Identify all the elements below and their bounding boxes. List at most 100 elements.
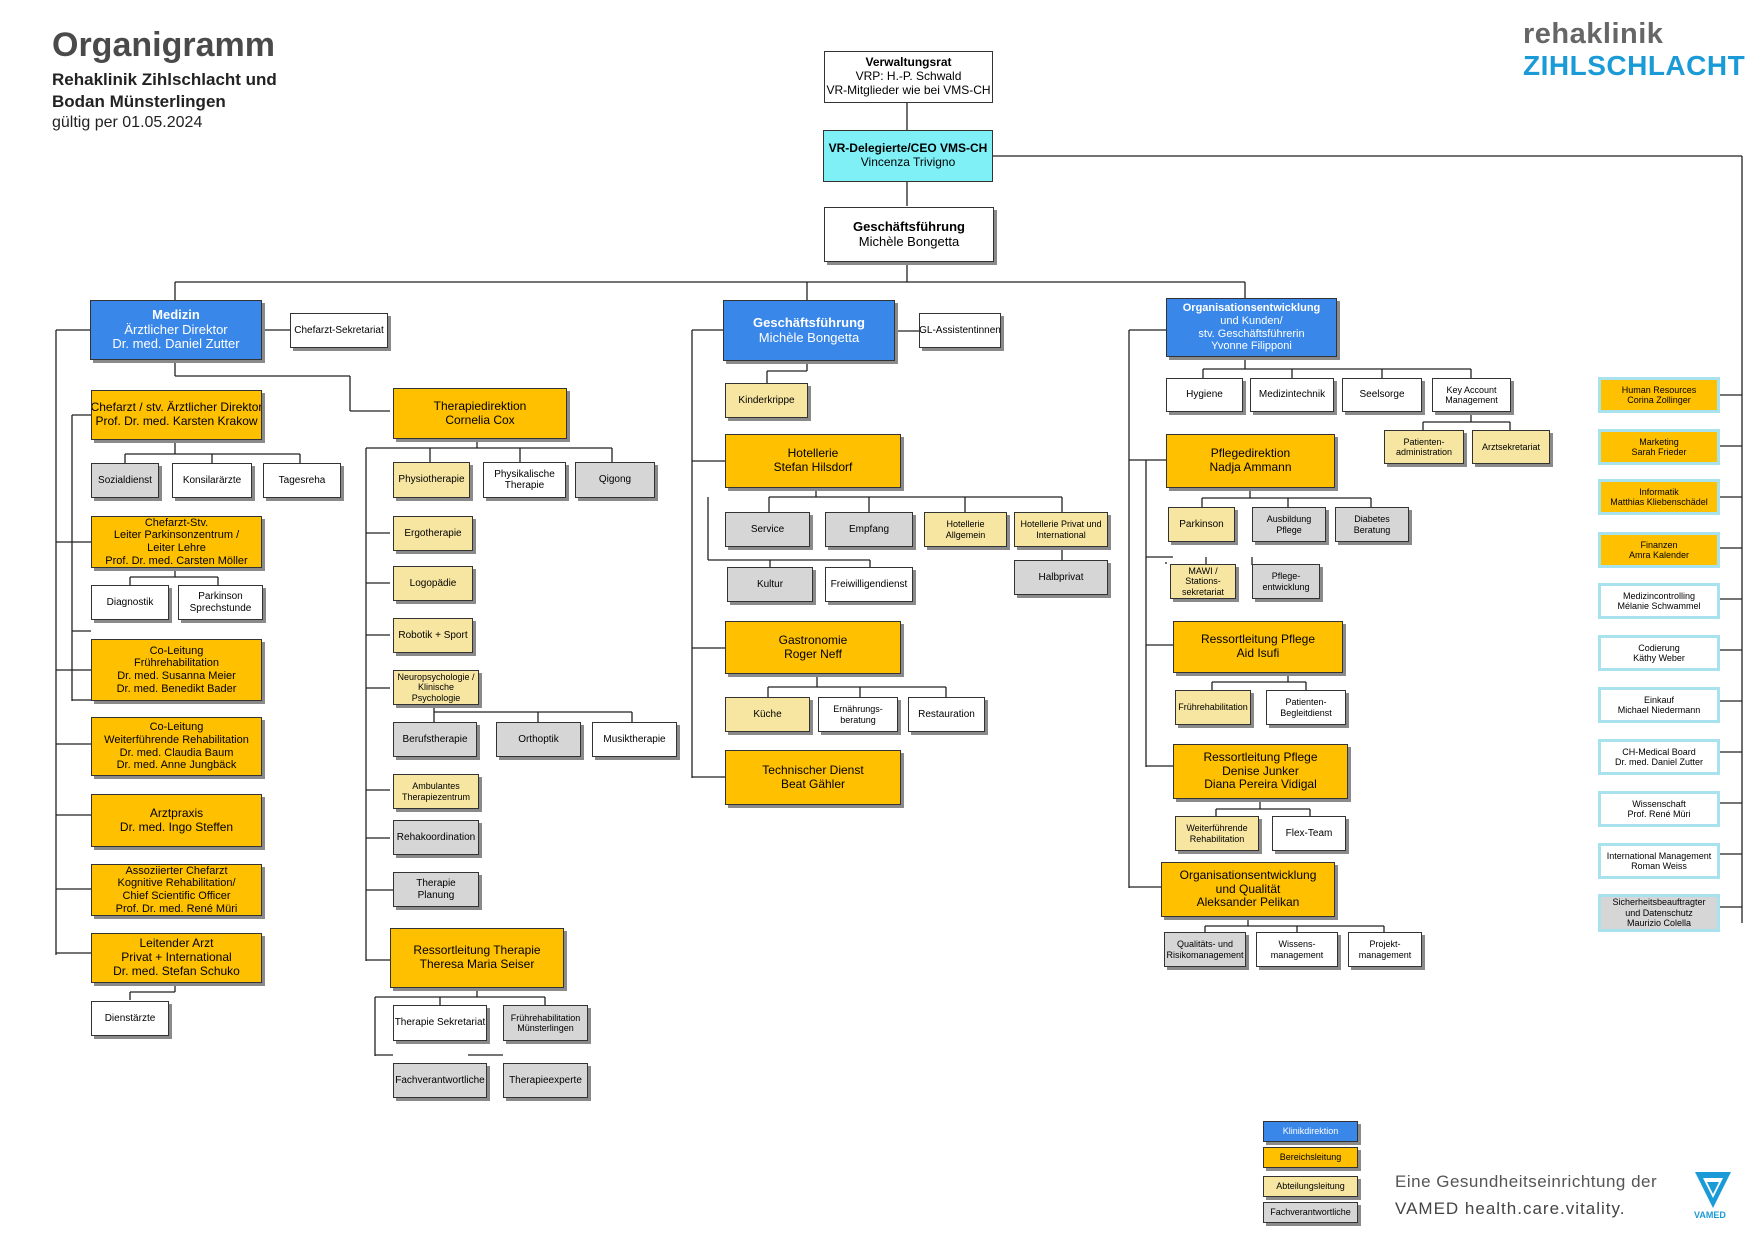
node-line: Technischer Dienst: [762, 762, 864, 777]
node-kinderkrippe: Kinderkrippe: [725, 383, 808, 418]
node-line: Therapiezentrum: [401, 791, 471, 802]
node-line: Theresa Maria Seiser: [419, 957, 535, 971]
node-line: Amra Kalender: [1628, 550, 1690, 560]
node-line: Halbprivat: [1038, 571, 1084, 583]
node-seelsorge: Seelsorge: [1342, 378, 1422, 412]
node-line: Dienstärzte: [104, 1012, 156, 1024]
legend-fachverantwortliche: Fachverantwortliche: [1263, 1202, 1358, 1223]
node-flex-team: Flex-Team: [1272, 816, 1346, 851]
node-line: Physiotherapie: [398, 474, 465, 486]
legend-abteilungsleitung: Abteilungsleitung: [1263, 1176, 1358, 1197]
node-line: Allgemein: [945, 529, 986, 540]
node-line: Arztsekretariat: [1481, 441, 1541, 452]
node-line: Therapie: [416, 878, 456, 889]
node-line: Hygiene: [1186, 389, 1223, 401]
node-line: Co-Leitung: [149, 644, 204, 657]
node-kultur: Kultur: [727, 567, 813, 602]
node-line: Dr. med. Susanna Meier: [117, 670, 236, 682]
vamed-logo-icon: [1695, 1172, 1731, 1208]
node-line: Frührehabilitation: [1178, 702, 1248, 713]
node-line: Qualitäts- und: [1176, 939, 1234, 950]
node-line: GL-Assistentinnen: [919, 324, 1001, 336]
node-line: Informatik: [1639, 486, 1679, 497]
node-line: Diagnostik: [106, 596, 154, 608]
node-line: VRP: H.-P. Schwald: [855, 69, 962, 84]
node-therapieexperte: Therapieexperte: [503, 1063, 588, 1098]
node-line: und Qualität: [1215, 881, 1281, 896]
node-line: Organisationsentwicklung: [1182, 302, 1321, 315]
node-line: Qigong: [598, 474, 632, 486]
node-line: und Datenschutz: [1625, 907, 1693, 918]
node-line: Physikalische: [494, 468, 555, 480]
node-line: Fachverantwortliche: [395, 1074, 485, 1086]
node-line: International Management: [1606, 850, 1712, 861]
node-line: Empfang: [848, 523, 890, 535]
node-line: Dr. med. Benedikt Bader: [116, 682, 237, 695]
node-line: Planung: [417, 889, 455, 901]
node-line: Cornelia Cox: [445, 412, 515, 427]
node-line: Münsterlingen: [517, 1023, 574, 1033]
node-line: Ausbildung: [1266, 514, 1312, 525]
node-line: Geschäftsführung: [753, 314, 865, 330]
node-line: Ärztlicher Direktor: [124, 321, 228, 337]
node-line: Chief Scientific Officer: [122, 890, 231, 902]
node-line: sekretariat: [1181, 586, 1225, 597]
node-mawi-stationssekretariat: MAWI /Stations-sekretariat: [1170, 564, 1236, 599]
node-line: Weiterführende: [1186, 823, 1248, 834]
node-gl-assistentinnen: GL-Assistentinnen: [919, 313, 1001, 348]
node-line: Tagesreha: [278, 474, 326, 486]
node-empfang: Empfang: [825, 512, 913, 547]
node-line: Leiter Lehre: [147, 542, 206, 554]
page-subtitle-line1: Rehaklinik Zihlschlacht und: [52, 70, 277, 89]
node-medizintechnik: Medizintechnik: [1250, 378, 1334, 412]
node-line: Robotik + Sport: [398, 629, 468, 641]
node-line: Rehabilitation: [1189, 833, 1245, 844]
node-line: MAWI /: [1188, 565, 1218, 576]
node-musiktherapie: Musiktherapie: [592, 722, 677, 757]
node-line: Sicherheitsbeauftragter: [1612, 897, 1706, 908]
node-line: Kognitive Rehabilitation/: [117, 877, 236, 890]
node-line: Verwaltungsrat: [865, 55, 952, 70]
node-ernaehrungsberatung: Ernährungs-beratung: [818, 697, 898, 732]
node-line: Küche: [753, 708, 782, 720]
node-line: und Kunden/: [1220, 314, 1283, 327]
node-line: beratung: [840, 714, 876, 725]
node-line: stv. Geschäftsführerin: [1198, 327, 1305, 340]
node-line: Organisationsentwicklung: [1179, 867, 1317, 882]
node-parkinson: Parkinson: [1168, 507, 1235, 542]
node-line: VR-Mitglieder wie bei VMS-CH: [826, 82, 991, 97]
node-patientenadministration: Patienten-administration: [1384, 430, 1464, 464]
node-line: Dr. med. Claudia Baum: [119, 746, 234, 759]
node-line: Pflege-: [1271, 571, 1301, 582]
node-line: Leitender Arzt: [139, 936, 214, 951]
node-line: Matthias Kliebenschädel: [1610, 497, 1708, 507]
node-konsilaraerzte: Konsilarärzte: [172, 463, 252, 498]
node-hygiene: Hygiene: [1166, 378, 1243, 412]
node-line: Assoziierter Chefarzt: [125, 864, 228, 877]
node-pflegeentwicklung: Pflege-entwicklung: [1252, 564, 1320, 599]
node-projektmanagement: Projekt-management: [1348, 932, 1422, 967]
node-line: Weiterführende Rehabilitation: [104, 733, 249, 746]
node-ergotherapie: Ergotherapie: [393, 516, 473, 551]
node-line: entwicklung: [1262, 581, 1310, 592]
